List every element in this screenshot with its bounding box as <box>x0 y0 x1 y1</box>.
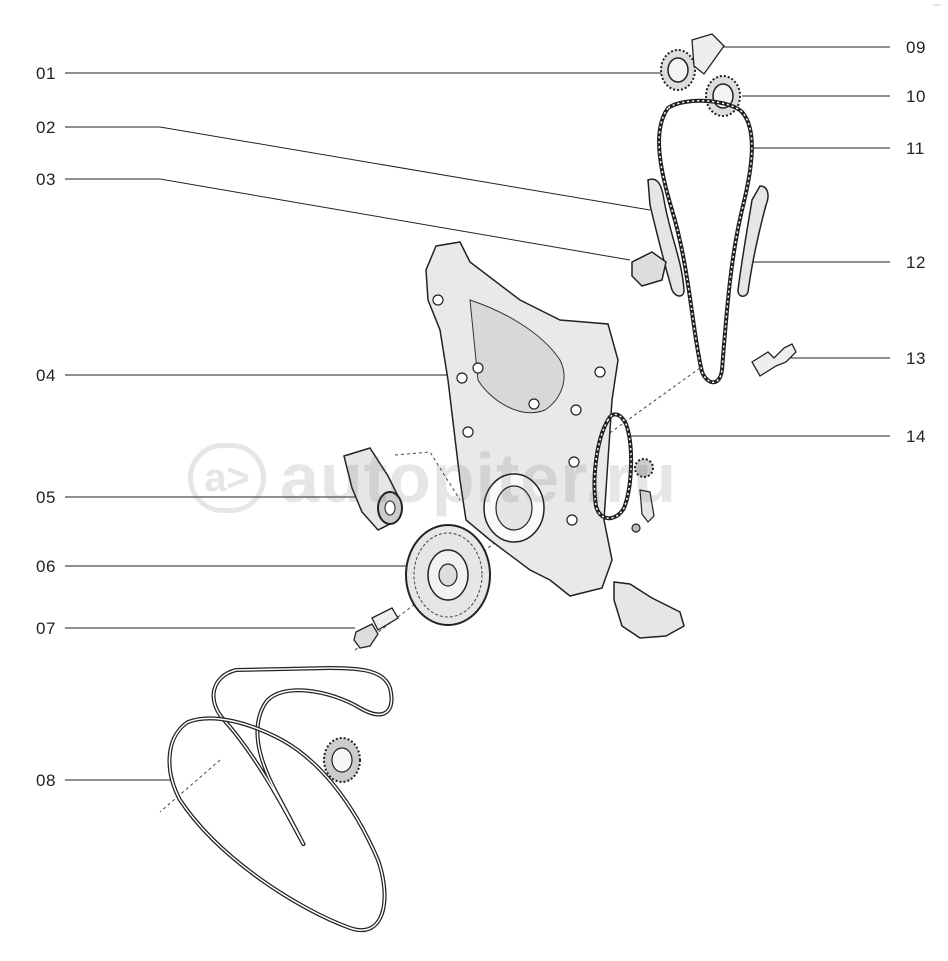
leader-line-03 <box>65 178 631 261</box>
crankshaft-pulley <box>405 524 491 626</box>
callout-label-09: 09 <box>906 38 926 57</box>
crankshaft-bolt <box>353 607 399 649</box>
callout-label-04: 04 <box>36 366 56 385</box>
callout-label-07: 07 <box>36 619 56 638</box>
leader-line-02 <box>65 126 651 211</box>
lower-chain-guide <box>639 489 655 523</box>
corner-mark: ·-·· <box>932 2 942 9</box>
leader-lines <box>65 46 890 781</box>
callout-label-05: 05 <box>36 488 56 507</box>
callout-label-12: 12 <box>906 253 926 272</box>
chain-guide-right <box>737 185 769 297</box>
idler-pulley <box>323 737 361 783</box>
callout-label-06: 06 <box>36 557 56 576</box>
crank-sprocket <box>634 458 654 478</box>
cover-bolt-holes <box>432 294 606 526</box>
callout-label-01: 01 <box>36 64 56 83</box>
callout-label-08: 08 <box>36 771 56 790</box>
callout-label-11: 11 <box>906 139 925 158</box>
belt-tensioner <box>343 447 403 531</box>
small-washer <box>631 523 641 533</box>
callout-label-03: 03 <box>36 170 56 189</box>
guide-pin <box>751 343 797 377</box>
camshaft-sprocket-right <box>705 75 741 117</box>
camshaft-bracket <box>691 33 725 75</box>
callout-label-13: 13 <box>906 349 926 368</box>
camshaft-sprocket-left <box>660 49 696 91</box>
callout-label-02: 02 <box>36 118 56 137</box>
callout-label-10: 10 <box>906 87 926 106</box>
chain-tensioner <box>631 251 667 287</box>
lower-cover-bracket <box>613 581 685 639</box>
chain-guide-left <box>647 178 685 297</box>
serpentine-belt <box>167 665 394 933</box>
callout-label-14: 14 <box>906 427 926 446</box>
